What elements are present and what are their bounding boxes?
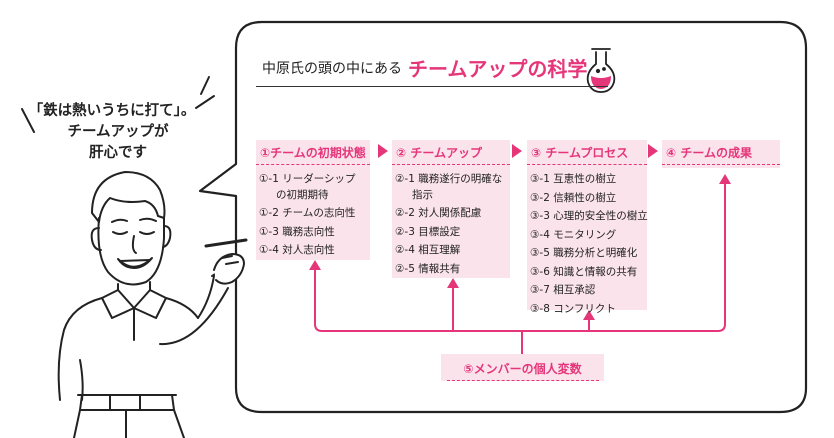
list-item: ①-3 職務志向性 [259, 225, 335, 238]
column-heading-label: ①チームの初期状態 [260, 146, 366, 160]
column-heading: ①チームの初期状態 [256, 140, 370, 165]
member-variables-label: ⑤メンバーの個人変数 [463, 362, 582, 376]
list-item: ③-4 モニタリング [530, 228, 617, 241]
header-prefix: 中原氏の頭の中にある [262, 61, 402, 77]
flow-arrows [378, 144, 658, 158]
column-items: ③-1 互恵性の樹立 ③-2 信頼性の樹立 ③-3 心理的安全性の樹立 ③-4 … [530, 172, 648, 320]
column-heading: ② チームアップ [392, 140, 510, 165]
connector-lines [314, 180, 726, 354]
list-item: ①-4 対人志向性 [259, 244, 335, 256]
speech-line: 「鉄は熱いうちに打て」。 [28, 103, 196, 119]
header-title: チームアップの科学 [408, 57, 588, 81]
list-item-text: ②-1 職務遂行の明確な [395, 173, 503, 185]
column-items: ①-1 リーダーシップ の初期期待 ①-2 チームの志向性 ①-3 職務志向性 … [259, 172, 368, 262]
list-item: ②-1 職務遂行の明確な 指示 [395, 172, 508, 203]
list-item: ③-1 互恵性の樹立 [530, 173, 617, 185]
list-item: ③-5 職務分析と明確化 [530, 247, 638, 259]
arrow-right-2 [512, 144, 522, 158]
speech-line: 肝心です [89, 145, 147, 161]
member-variables-box: ⑤メンバーの個人変数 [441, 354, 604, 381]
arrow-right-3 [648, 144, 658, 158]
list-item: ①-2 チームの志向性 [259, 207, 356, 219]
list-item: ②-3 目標設定 [395, 225, 461, 238]
column-team-up: ② チームアップ ②-1 職務遂行の明確な 指示 ②-2 対人関係配慮 ②-3 … [392, 140, 510, 278]
list-item: ③-7 相互承認 [530, 284, 596, 296]
speech-text: 「鉄は熱いうちに打て」。 チームアップが 肝心です [29, 101, 198, 164]
list-item: ③-2 信頼性の樹立 [530, 191, 617, 204]
connector-arrowheads [309, 174, 731, 320]
column-team-process: ③ チームプロセス ③-1 互恵性の樹立 ③-2 信頼性の樹立 ③-3 心理的安… [527, 140, 648, 315]
column-heading: ④ チームの成果 [662, 140, 780, 165]
speech-line: チームアップが [67, 124, 169, 140]
list-item-text: ①-1 リーダーシップ [259, 173, 356, 185]
column-heading-label: ④ チームの成果 [666, 146, 752, 160]
column-items: ②-1 職務遂行の明確な 指示 ②-2 対人関係配慮 ②-3 目標設定 ②-4 … [395, 172, 508, 280]
list-item-continuation: の初期期待 [276, 188, 329, 201]
list-item-continuation: 指示 [412, 188, 433, 201]
column-initial-state: ①チームの初期状態 ①-1 リーダーシップ の初期期待 ①-2 チームの志向性 … [256, 140, 370, 260]
header-underline [256, 86, 608, 87]
flask-icon [586, 48, 616, 93]
column-team-outcome: ④ チームの成果 [662, 140, 780, 168]
column-heading: ③ チームプロセス [527, 140, 647, 165]
arrow-right-1 [378, 144, 388, 158]
list-item: ②-2 対人関係配慮 [395, 207, 482, 219]
list-item: ②-4 相互理解 [395, 244, 461, 256]
list-item: ③-6 知識と情報の共有 [530, 265, 638, 278]
list-item: ①-1 リーダーシップ の初期期待 [259, 172, 368, 203]
member-underline [447, 380, 599, 381]
list-item: ③-8 コンフリクト [530, 302, 616, 315]
list-item: ③-3 心理的安全性の樹立 [530, 210, 648, 222]
column-heading-label: ② チームアップ [396, 146, 482, 160]
man-figure [57, 171, 248, 438]
list-item: ②-5 情報共有 [395, 262, 461, 275]
column-heading-label: ③ チームプロセス [531, 146, 629, 160]
emphasis-lines [21, 76, 215, 133]
